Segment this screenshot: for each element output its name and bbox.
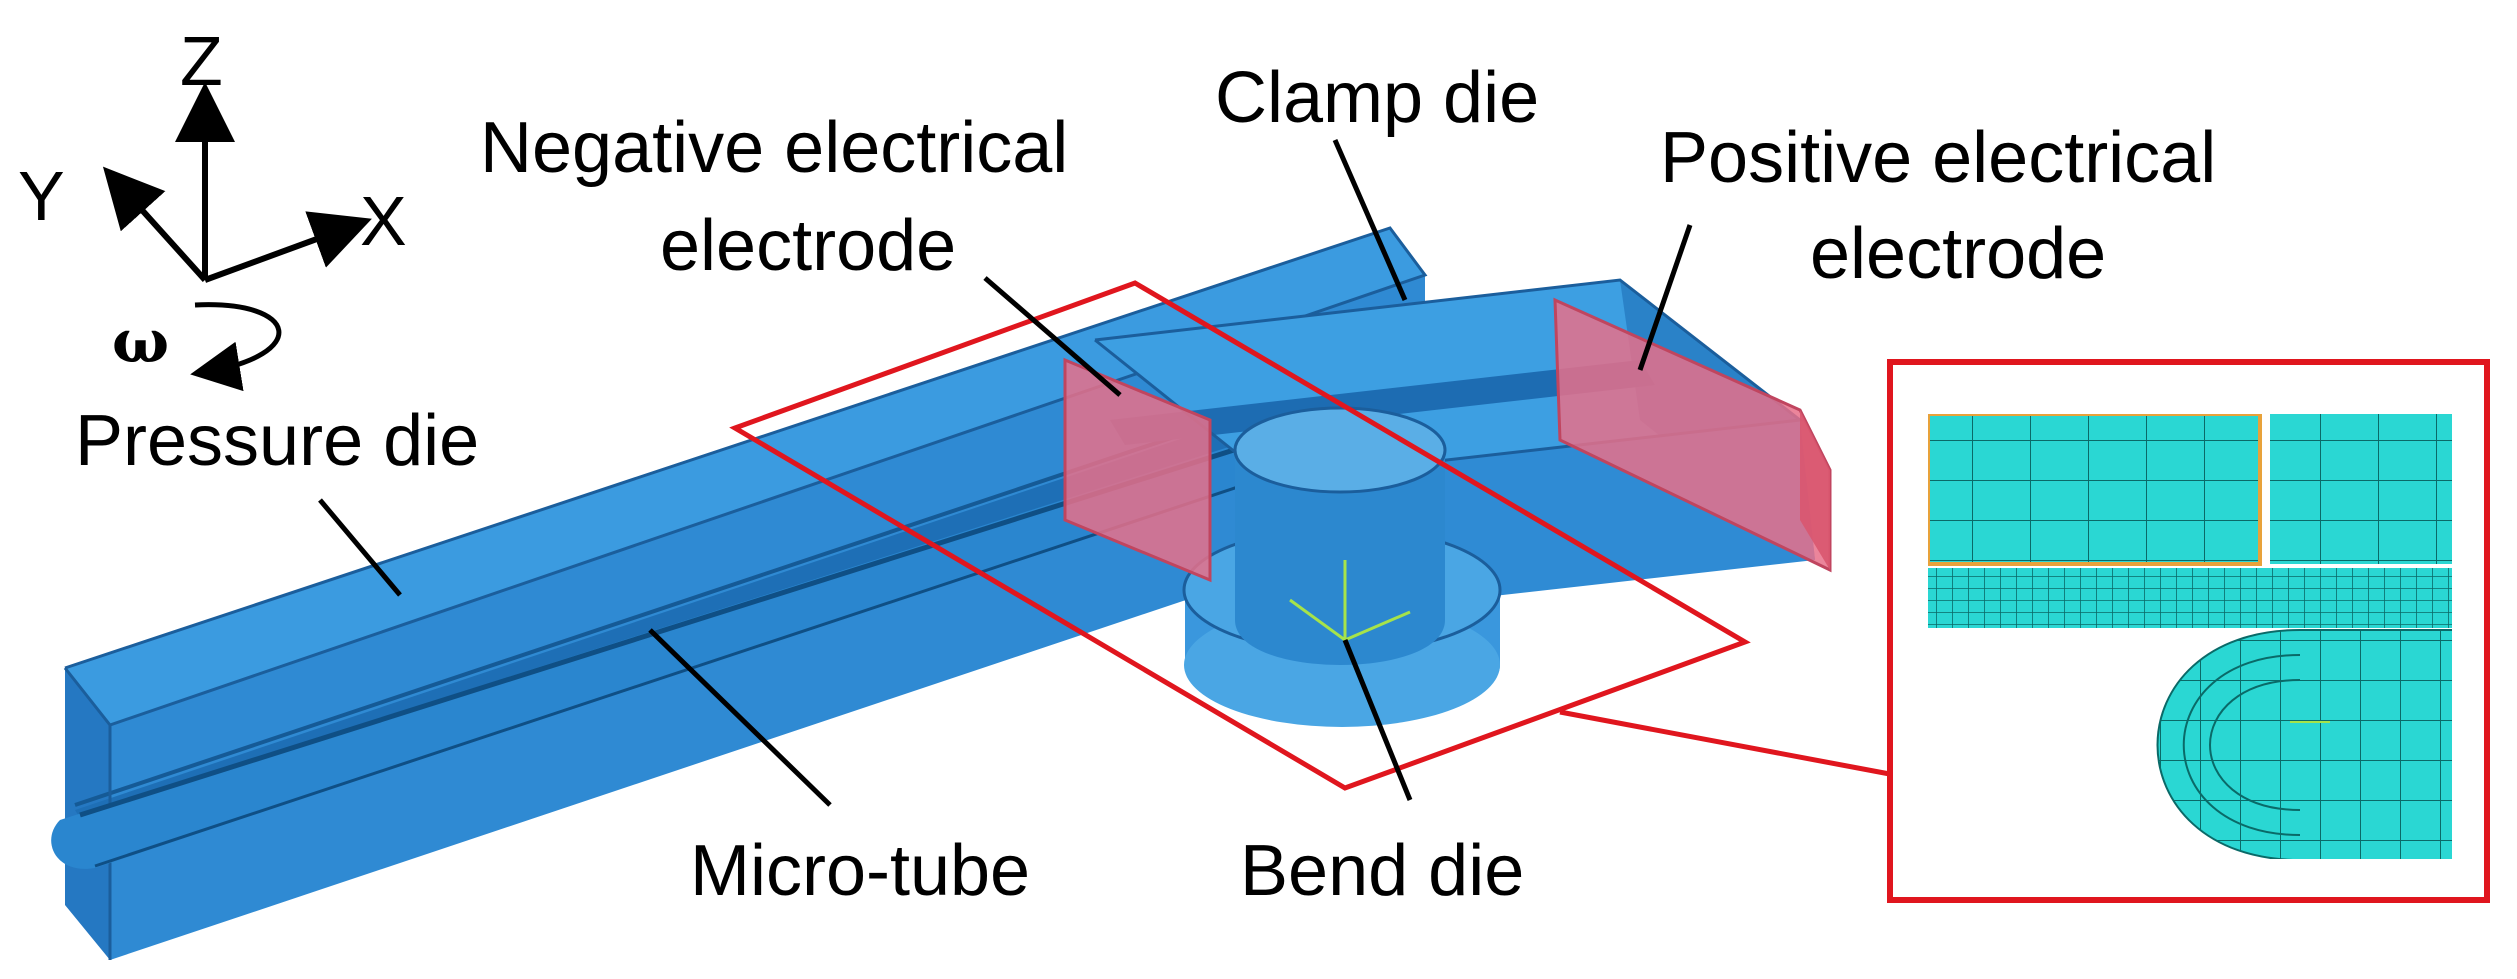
negative-electrode-label-line1: Negative electrical (480, 108, 1068, 188)
zoom-region-outline (729, 280, 1896, 791)
xyz-axis-triad-icon (102, 82, 372, 283)
negative-electrode-label-line2: electrode (660, 206, 956, 286)
positive-electrode (1553, 297, 1832, 573)
mesh-inset (1887, 359, 2490, 903)
negative-electrode (1063, 357, 1212, 583)
positive-electrode-label-line2: electrode (1810, 214, 2106, 294)
pressure-die-label: Pressure die (75, 401, 479, 481)
clamp-die-label: Clamp die (1215, 58, 1539, 138)
x-axis-label: X (360, 182, 407, 260)
rotation-arrow-icon (190, 302, 282, 392)
z-axis-label: Z (180, 22, 223, 100)
bend-die-label: Bend die (1240, 831, 1524, 911)
y-axis-label: Y (18, 157, 65, 235)
positive-electrode-label-line1: Positive electrical (1660, 118, 2216, 198)
bend-die (1182, 406, 1502, 727)
micro-tube-label: Micro-tube (690, 831, 1030, 911)
local-csys-icon (1289, 560, 1411, 642)
leader-lines (318, 138, 1693, 807)
omega-label: ω (112, 307, 169, 377)
